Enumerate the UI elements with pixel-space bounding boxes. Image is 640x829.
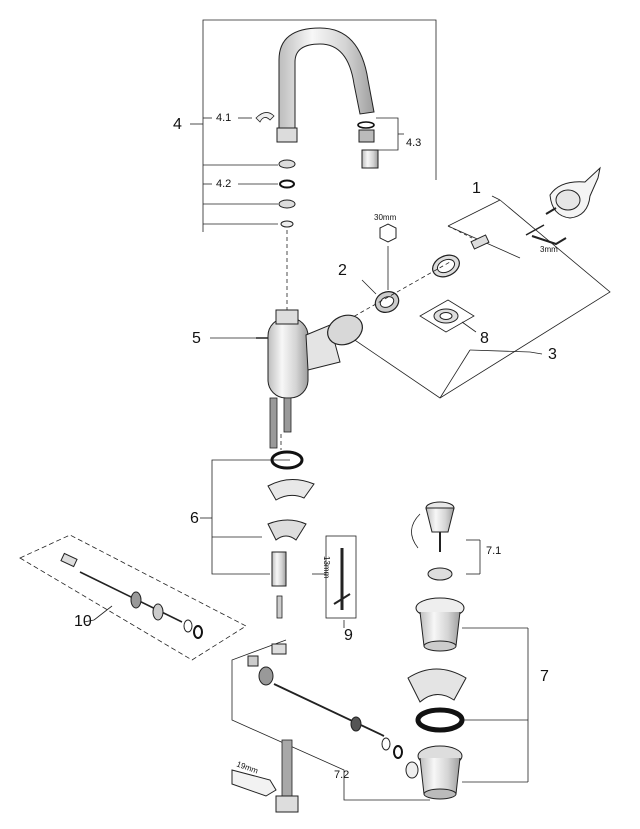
callout-4-3: 4.3 [406,137,422,149]
leader-lines [83,195,543,628]
drain-parts [405,501,467,800]
callout-6: 6 [190,510,199,527]
tool-9-box [312,535,357,619]
callout-9: 9 [344,627,353,644]
popup-linkage [231,643,403,813]
hex-tool-30mm [379,223,397,243]
group-7-2-frame [231,639,430,801]
callout-8: 8 [480,330,489,347]
callout-4: 4 [173,116,182,133]
tool-size-30mm: 30mm [374,213,397,222]
tool-size-3mm: 3mm [540,245,558,254]
cartridge-parts [329,246,475,333]
fixing-parts [267,450,315,619]
group-7-frame [462,539,529,783]
callout-4-2: 4.2 [216,178,232,190]
group-4-frame [190,19,437,232]
spout [255,27,375,310]
callout-7-1: 7.1 [486,545,502,557]
group-10-frame [19,534,247,661]
callout-7-2: 7.2 [334,769,350,781]
callout-7: 7 [540,668,549,685]
faucet-body [256,309,363,450]
tool-size-13mm: 13mm [322,556,331,579]
callout-10: 10 [74,613,92,630]
clip-4-1 [255,112,275,123]
callout-4-1: 4.1 [216,112,232,124]
callout-2: 2 [338,262,347,279]
callout-5: 5 [192,330,201,347]
callout-3: 3 [548,346,557,363]
lever-handle [447,166,601,250]
group-6-frame [200,459,290,575]
callout-1: 1 [472,180,481,197]
aerator-4-3 [357,117,404,169]
